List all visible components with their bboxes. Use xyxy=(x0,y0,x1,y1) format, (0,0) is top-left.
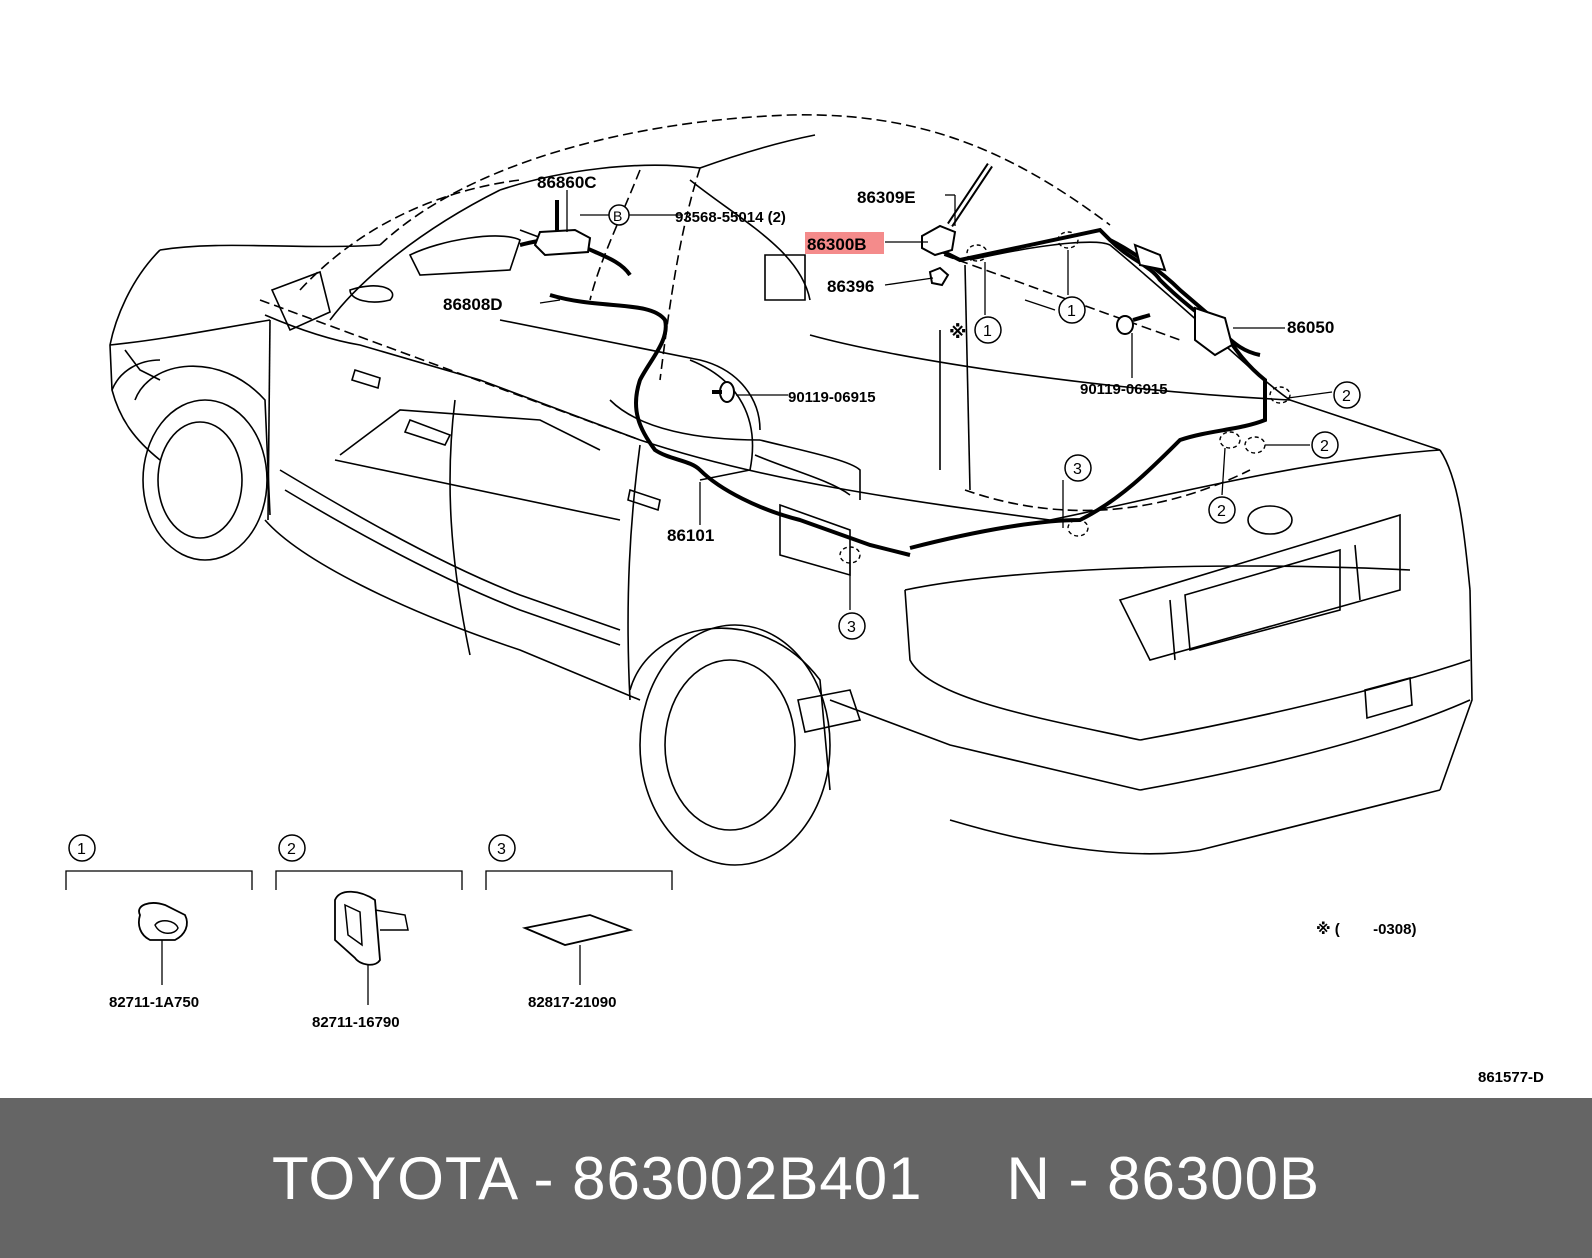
svg-text:1: 1 xyxy=(77,841,86,858)
svg-text:3: 3 xyxy=(847,619,856,636)
svg-text:2: 2 xyxy=(1320,438,1329,455)
note-symbol-marker: ※ xyxy=(949,322,967,342)
svg-text:2: 2 xyxy=(1342,388,1351,405)
amplifier-86860c xyxy=(533,228,592,257)
part-label-86396[interactable]: 86396 xyxy=(827,277,874,296)
svg-text:2: 2 xyxy=(1217,503,1226,520)
inset-part-82817-21090[interactable]: 82817-21090 xyxy=(528,994,616,1011)
note-range: ※ ( -0308) xyxy=(1316,920,1416,938)
antenna-cable xyxy=(519,200,1267,557)
svg-text:2: 2 xyxy=(287,841,296,858)
part-label-90119-right[interactable]: 90119-06915 xyxy=(1080,381,1168,398)
circle-marker-3a: 3 xyxy=(1064,454,1092,482)
part-label-86101[interactable]: 86101 xyxy=(667,526,714,545)
part-label-86309e[interactable]: 86309E xyxy=(857,188,916,207)
circle-marker-2a: 2 xyxy=(1333,381,1361,409)
part-label-86300b[interactable]: 86300B xyxy=(807,235,867,254)
circled-markers: 1 1 2 2 2 3 3 xyxy=(838,296,1361,640)
svg-text:1: 1 xyxy=(1067,303,1076,320)
clamp-markers xyxy=(839,231,1291,564)
part-label-86808d[interactable]: 86808D xyxy=(443,295,503,314)
inset-part-82711-1a750[interactable]: 82711-1A750 xyxy=(109,994,199,1011)
bolt-90119-right xyxy=(1116,313,1151,335)
svg-text:B: B xyxy=(613,208,622,224)
circle-marker-1a: 1 xyxy=(1058,296,1086,324)
circle-marker-2b: 2 xyxy=(1311,431,1339,459)
part-label-86050[interactable]: 86050 xyxy=(1287,318,1334,337)
part-label-90119-left[interactable]: 90119-06915 xyxy=(788,389,876,406)
inset-2: 2 82711-16790 xyxy=(275,834,463,1031)
diagram-code: 861577-D xyxy=(1478,1069,1544,1086)
circle-marker-3b: 3 xyxy=(838,612,866,640)
inset-1: 1 82711-1A750 xyxy=(65,834,253,1011)
footer-brand-part-number: TOYOTA - 863002B401 xyxy=(271,1144,923,1212)
antenna-mast xyxy=(921,163,993,287)
marker-b: B xyxy=(608,204,630,226)
svg-text:3: 3 xyxy=(497,841,506,858)
footer-reference-number: N - 86300B xyxy=(1006,1144,1320,1212)
bolt-90119-left xyxy=(712,381,735,403)
leader-lines xyxy=(539,190,1333,610)
highlight-box xyxy=(805,232,884,254)
circle-marker-2c: 2 xyxy=(1208,496,1236,524)
svg-text:3: 3 xyxy=(1073,461,1082,478)
car-outline xyxy=(109,114,1473,866)
inset-3: 3 82817-21090 xyxy=(485,834,673,1011)
parts-diagram: 86860C 93568-55014 (2) 86309E 86300B 863… xyxy=(65,114,1544,1086)
circle-marker-1b: 1 xyxy=(974,316,1002,344)
inset-part-82711-16790[interactable]: 82711-16790 xyxy=(312,1014,400,1031)
svg-text:1: 1 xyxy=(983,323,992,340)
footer-banner: TOYOTA - 863002B401 N - 86300B xyxy=(0,1098,1592,1258)
part-label-86860c[interactable]: 86860C xyxy=(537,173,597,192)
part-label-93568[interactable]: 93568-55014 (2) xyxy=(675,209,786,226)
module-86050 xyxy=(1133,243,1234,357)
